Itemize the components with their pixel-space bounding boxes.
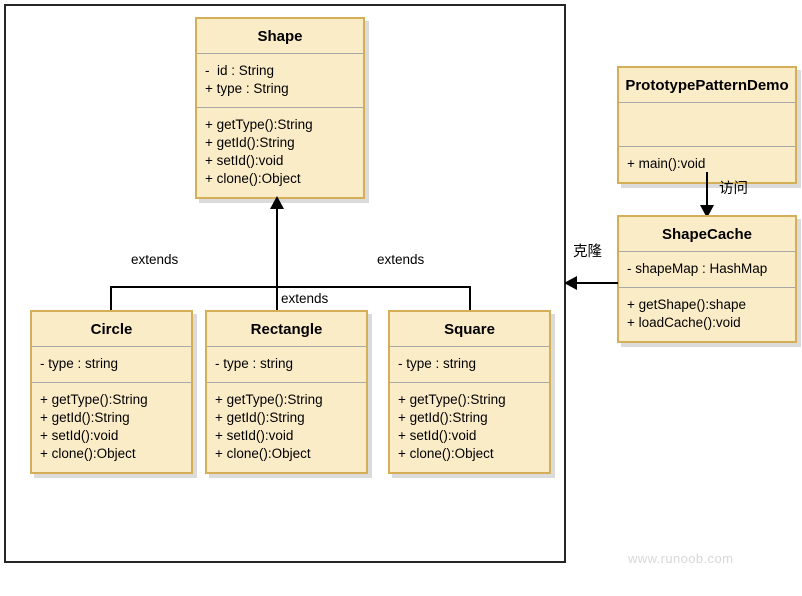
attribute-row: - type : string [215,356,294,371]
class-divider [207,346,366,347]
inheritance-bus-line [110,286,471,288]
method-row: + getId():String [205,135,295,150]
class-divider [390,346,549,347]
class-divider [619,287,795,288]
method-row: + setId():void [398,428,477,443]
method-row: + getType():String [205,117,313,132]
attribute-row: - type : string [40,356,119,371]
clone-arrowhead [564,276,577,290]
attribute-row: - id : String [205,63,275,78]
class-attributes-prototypepatterndemo [619,103,795,146]
method-row: + main():void [627,156,706,171]
class-divider [32,382,191,383]
class-name-circle: Circle [90,321,133,338]
class-box-circle[interactable]: Circle - type : string + getType():Strin… [30,310,193,474]
method-row: + clone():Object [215,446,311,461]
attribute-row: - shapeMap : HashMap [627,261,768,276]
class-name-square: Square [444,321,495,338]
method-row: + setId():void [215,428,294,443]
edge-label-clone: 克隆 [573,244,602,260]
class-divider [197,107,363,108]
class-divider [32,346,191,347]
inheritance-drop-rectangle [276,286,278,311]
method-row: + getShape():shape [627,297,746,312]
method-row: + getId():String [40,410,130,425]
class-methods-shape: + getType():String + getId():String + se… [197,108,363,197]
class-methods-square: + getType():String + getId():String + se… [390,383,549,472]
method-row: + getId():String [215,410,305,425]
method-row: + getType():String [40,392,148,407]
method-row: + setId():void [205,153,284,168]
inheritance-drop-square [469,286,471,311]
edge-label-extends-square: extends [377,252,425,267]
class-attributes-circle: - type : string [32,347,191,382]
class-attributes-shapecache: - shapeMap : HashMap [619,252,795,287]
class-name-shapecache: ShapeCache [661,226,753,243]
watermark: www.runoob.com [628,551,734,566]
clone-edge-line [573,282,618,284]
access-edge-line [706,172,708,207]
access-arrowhead [700,205,714,218]
class-divider [619,251,795,252]
method-row: + clone():Object [205,171,301,186]
class-attributes-square: - type : string [390,347,549,382]
inheritance-arrowhead-shape [270,196,284,209]
class-name-rectangle: Rectangle [250,321,323,338]
edge-label-extends-circle: extends [131,252,179,267]
class-box-prototypepatterndemo[interactable]: PrototypePatternDemo + main():void [617,66,797,184]
class-methods-shapecache: + getShape():shape + loadCache():void [619,288,795,341]
class-divider [619,102,795,103]
class-box-shapecache[interactable]: ShapeCache - shapeMap : HashMap + getSha… [617,215,797,343]
method-row: + setId():void [40,428,119,443]
class-box-shape[interactable]: Shape - id : String + type : String + ge… [195,17,365,199]
class-methods-rectangle: + getType():String + getId():String + se… [207,383,366,472]
class-divider [197,53,363,54]
method-row: + getType():String [215,392,323,407]
class-divider [390,382,549,383]
inheritance-trunk-line [276,208,278,287]
class-name-shape: Shape [257,28,303,45]
class-divider [207,382,366,383]
attribute-row: - type : string [398,356,477,371]
edge-label-extends-rectangle: extends [281,291,329,306]
class-attributes-shape: - id : String + type : String [197,54,363,107]
edge-label-access: 访问 [719,181,748,197]
class-methods-circle: + getType():String + getId():String + se… [32,383,191,472]
method-row: + clone():Object [398,446,494,461]
inheritance-drop-circle [110,286,112,311]
method-row: + getType():String [398,392,506,407]
class-methods-prototypepatterndemo: + main():void [619,147,795,182]
method-row: + loadCache():void [627,315,741,330]
method-row: + getId():String [398,410,488,425]
class-name-prototypepatterndemo: PrototypePatternDemo [625,77,789,94]
attribute-row: + type : String [205,81,289,96]
class-attributes-rectangle: - type : string [207,347,366,382]
class-divider [619,146,795,147]
method-row: + clone():Object [40,446,136,461]
class-box-rectangle[interactable]: Rectangle - type : string + getType():St… [205,310,368,474]
class-box-square[interactable]: Square - type : string + getType():Strin… [388,310,551,474]
